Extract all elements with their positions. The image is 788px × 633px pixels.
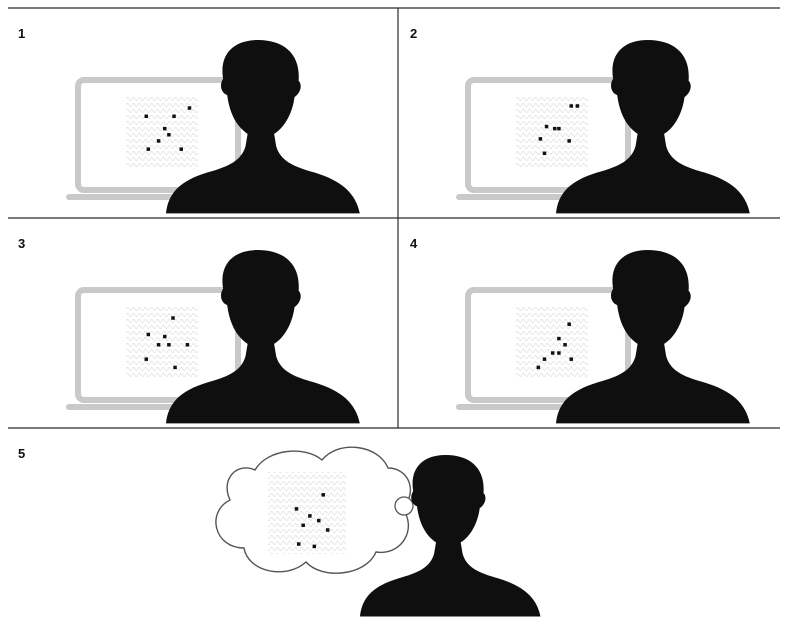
stimulus-dot [538, 137, 543, 141]
person-silhouette-icon [556, 250, 750, 424]
stimulus-dot [575, 104, 580, 108]
stimulus-dot [144, 114, 149, 119]
stimulus-noise [516, 306, 588, 378]
stimulus-dot [308, 514, 312, 518]
panel-number-3: 3 [18, 236, 25, 251]
stimulus-dot [557, 351, 561, 355]
stimulus-dot [163, 126, 167, 131]
stimulus-dot [179, 147, 183, 151]
stimulus-dot [156, 343, 161, 347]
panel-number-2: 2 [410, 26, 417, 41]
monitor-bezel [465, 287, 631, 403]
panel-number-5: 5 [18, 446, 25, 461]
stimulus-dot [557, 126, 561, 131]
stimulus-dot [542, 151, 547, 156]
stimulus-dot [542, 357, 547, 361]
stimulus-noise [126, 96, 198, 168]
thought-circle-large [394, 496, 414, 516]
panel-dividers [8, 7, 780, 429]
stimulus-dot [569, 357, 573, 361]
stimulus-dot [167, 133, 171, 137]
stimulus-dot [536, 365, 541, 370]
stimulus-noise [126, 306, 198, 378]
panel-number-1: 1 [18, 26, 25, 41]
stimulus-dot [567, 322, 571, 326]
monitor-bezel [465, 77, 631, 193]
dot-pattern-icon [516, 306, 588, 378]
dot-pattern-icon [516, 96, 588, 168]
stimulus-dot [167, 343, 171, 347]
stimulus-dot [171, 316, 175, 320]
stimulus-dot [187, 106, 192, 110]
stimulus-dot [553, 126, 557, 131]
stimulus-dot [296, 542, 301, 546]
stimulus-dot [156, 139, 161, 143]
stimulus-dot [173, 365, 177, 370]
stimulus-dot [321, 493, 325, 497]
monitor-bezel [75, 77, 241, 193]
stimulus-dot [567, 139, 571, 143]
stimulus-dot [172, 114, 176, 119]
dot-pattern-icon [268, 472, 346, 554]
person-silhouette-icon [360, 455, 541, 617]
stimulus-dot [317, 518, 321, 523]
stimulus-dot [185, 343, 190, 347]
panel-5 [215, 446, 541, 617]
stimulus-dot [563, 343, 567, 347]
stimulus-dot [544, 124, 549, 129]
stimulus-dot [569, 104, 573, 108]
scenes [66, 40, 750, 617]
stimulus-dot [294, 507, 299, 511]
stimulus-noise [516, 96, 588, 168]
stimulus-dot [144, 357, 149, 361]
stimulus-dot [163, 334, 167, 339]
stimulus-dot [325, 528, 330, 532]
panel-2 [456, 40, 750, 214]
dot-pattern-icon [126, 96, 198, 168]
stimulus-dot [557, 336, 561, 341]
stimulus-noise [268, 472, 346, 554]
panel-3 [66, 250, 360, 424]
stimulus-dot [312, 544, 317, 549]
person-silhouette-icon [166, 250, 360, 424]
stimulus-dot [301, 523, 305, 528]
person-silhouette-icon [556, 40, 750, 214]
stimulus-dot [550, 351, 555, 355]
person-silhouette-icon [166, 40, 360, 214]
dot-pattern-icon [126, 306, 198, 378]
panel-4 [456, 250, 750, 424]
panel-number-4: 4 [410, 236, 418, 251]
stimulus-dot [146, 147, 151, 151]
stimulus-dot [146, 332, 151, 337]
panel-1 [66, 40, 360, 214]
monitor-bezel [75, 287, 241, 403]
